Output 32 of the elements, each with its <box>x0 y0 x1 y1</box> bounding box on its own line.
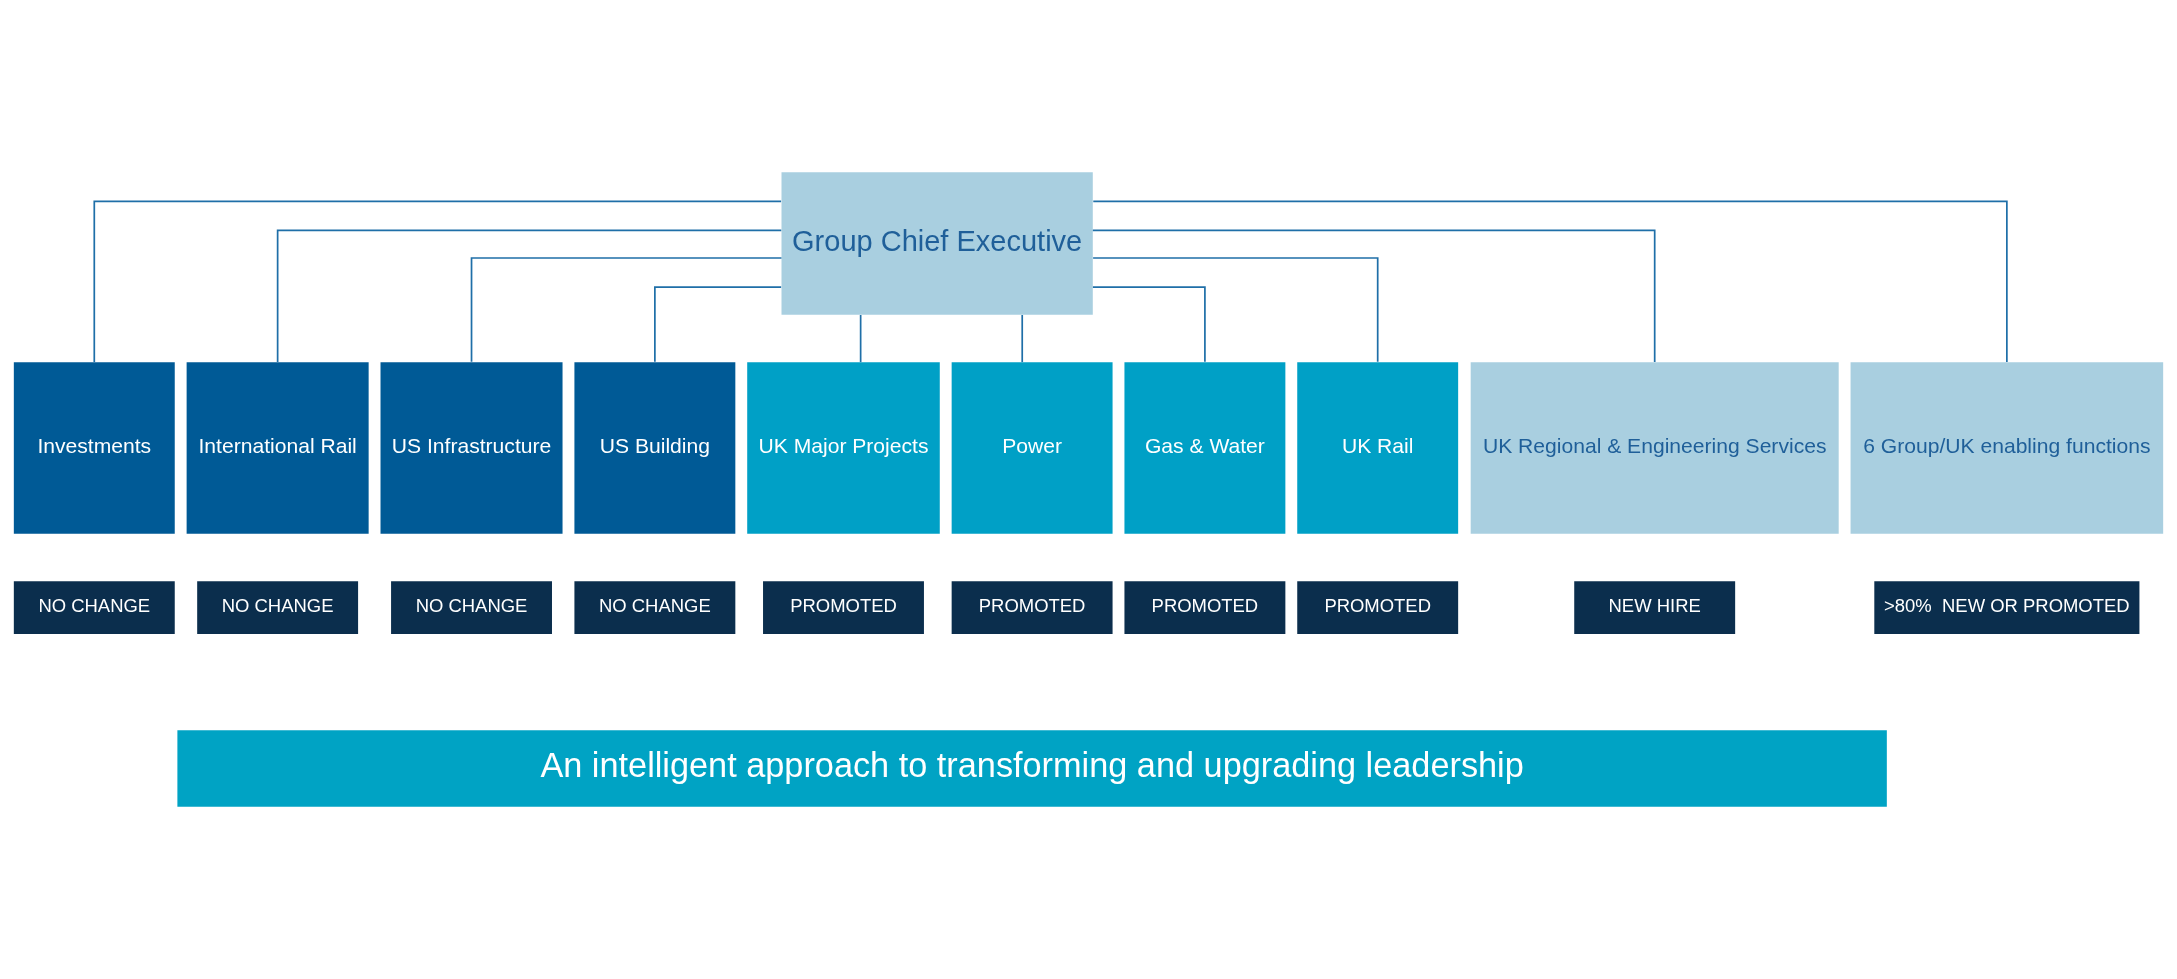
node-box: PROMOTED <box>763 581 924 634</box>
node-box: US Infrastructure <box>380 362 563 534</box>
connector <box>859 314 862 363</box>
node-box: NEW HIRE <box>1574 581 1736 634</box>
connector <box>1092 229 1656 363</box>
node-box: Gas & Water <box>1124 362 1286 534</box>
node-box: NO CHANGE <box>13 581 175 634</box>
node-box: US Building <box>574 362 736 534</box>
node-box: UK Rail <box>1297 362 1459 534</box>
connector <box>1092 200 2008 363</box>
node-box: NO CHANGE <box>197 581 359 634</box>
node-box: Investments <box>13 362 175 534</box>
node-box: UK Major Projects <box>747 362 940 534</box>
node-box: >80% NEW OR PROMOTED <box>1874 581 2140 634</box>
node-box: NO CHANGE <box>391 581 552 634</box>
connector <box>654 286 782 363</box>
node-box: NO CHANGE <box>574 581 736 634</box>
node-box: Group Chief Executive <box>781 172 1093 315</box>
node-box: International Rail <box>186 362 369 534</box>
node-box: PROMOTED <box>1124 581 1286 634</box>
node-box: PROMOTED <box>951 581 1113 634</box>
connector <box>1092 286 1206 363</box>
node-box: UK Regional & Engineering Services <box>1470 362 1839 534</box>
node-box: PROMOTED <box>1297 581 1459 634</box>
node-box: 6 Group/UK enabling functions <box>1850 362 2164 534</box>
node-box: An intelligent approach to transforming and upgrading leadership <box>177 730 1887 807</box>
connector <box>1021 314 1024 363</box>
connector <box>1092 257 1379 363</box>
node-box: Power <box>951 362 1113 534</box>
connector <box>276 229 783 363</box>
connector <box>93 200 782 363</box>
connector <box>470 257 783 363</box>
